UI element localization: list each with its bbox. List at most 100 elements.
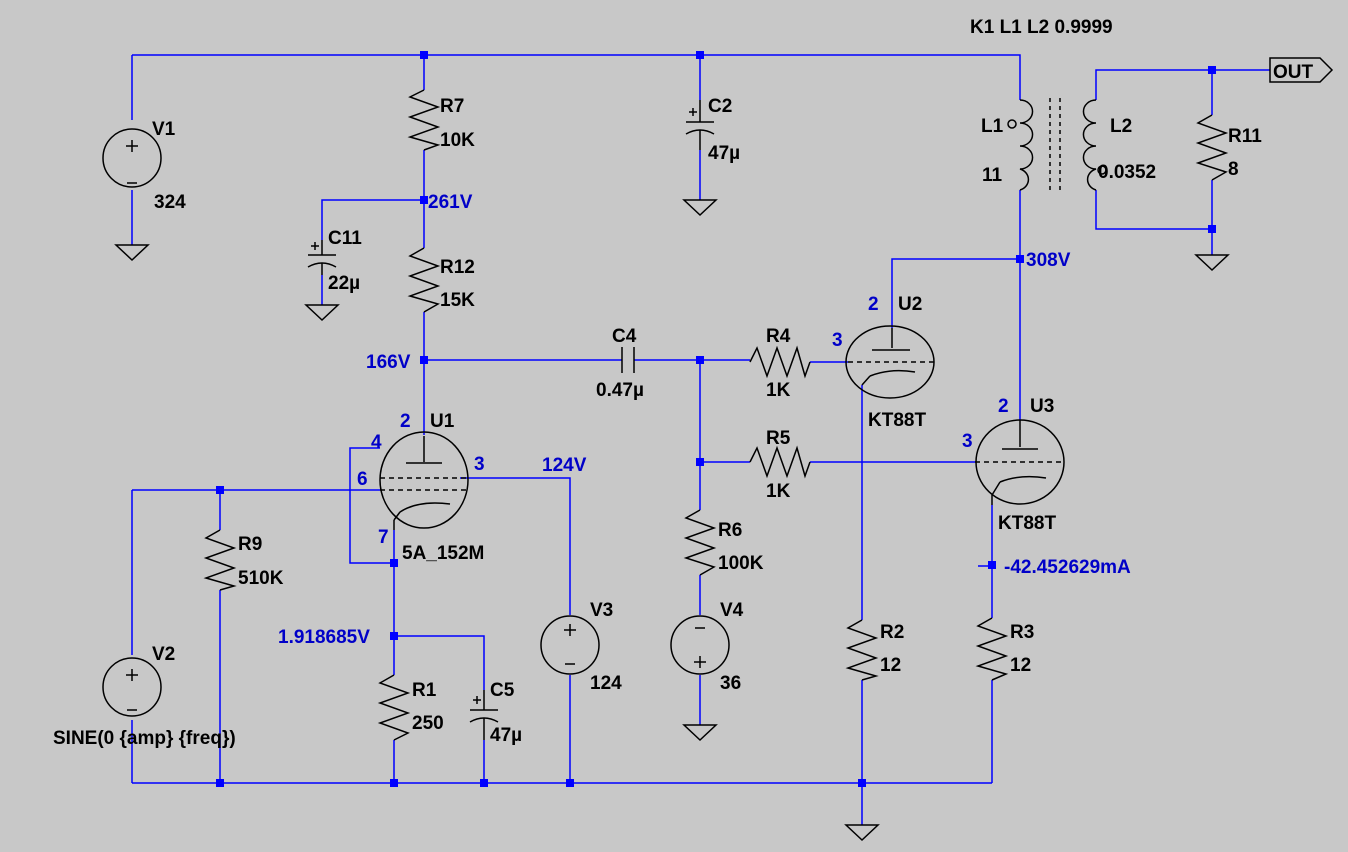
r6-ref: R6 [718,520,742,541]
capacitor-c5-icon [469,690,499,740]
c5-value: 47µ [490,725,522,746]
v3-value: 124 [590,673,622,694]
r1-ref: R1 [412,680,437,701]
resistor-r4-icon [749,345,811,379]
capacitor-c11-icon [307,240,337,275]
u1-value: 5A_152M [402,543,484,564]
ground-icon [1194,254,1230,272]
probe-current: -42.452629mA [1004,557,1131,578]
l1-ref: L1 [981,116,1004,137]
u3-ref: U3 [1030,396,1054,417]
u2-value: KT88T [868,410,926,431]
ground-icon [304,304,340,322]
voltage-1918685: 1.918685V [278,627,370,648]
c11-value: 22µ [328,273,360,294]
ground-icon [682,199,718,217]
tube-u1 [379,431,469,530]
r2-ref: R2 [880,622,904,643]
r12-value: 15K [440,290,475,311]
resistor-symbols [203,89,1229,741]
r9-value: 510K [238,568,284,589]
core-lines-icon [1049,98,1061,190]
u1-pin-3: 3 [474,454,485,475]
r1-value: 250 [412,713,444,734]
r5-ref: R5 [766,428,791,449]
r11-ref: R11 [1228,126,1262,147]
r4-ref: R4 [766,326,791,347]
labels: K1 L1 L2 0.9999 V1 324 R7 10K C2 47µ C11… [53,17,1314,749]
r6-value: 100K [718,553,764,574]
transformer-symbol [1007,98,1107,191]
coupling-directive: K1 L1 L2 0.9999 [970,17,1113,38]
u1-pin-4: 4 [371,432,382,453]
u2-pin-plate: 2 [868,294,879,315]
inductor-l2-icon [1082,99,1097,191]
r7-value: 10K [440,130,475,151]
v4-value: 36 [720,673,741,694]
c2-value: 47µ [708,143,740,164]
u3-pin-plate: 2 [998,396,1009,417]
resistor-r12-icon [407,247,441,313]
r12-ref: R12 [440,257,475,278]
voltage-source-v3-icon [540,615,600,675]
r5-value: 1K [766,481,791,502]
u1-pin-6: 6 [357,469,368,490]
capacitor-symbols [307,100,715,740]
voltage-source-v1-icon [102,128,162,188]
voltage-166: 166V [366,352,411,373]
v1-ref: V1 [152,119,176,140]
r7-ref: R7 [440,96,464,117]
r4-value: 1K [766,380,791,401]
r3-ref: R3 [1010,622,1034,643]
voltage-261: 261V [428,192,473,213]
resistor-r7-icon [407,89,441,151]
ground-icon [844,824,880,842]
v2-value: SINE(0 {amp} {freq}) [53,728,236,749]
voltage-124: 124V [542,455,587,476]
u1-ref: U1 [430,411,455,432]
tube-u2 [845,325,935,399]
l2-ref: L2 [1110,116,1132,137]
u1-pin-plate: 2 [400,411,411,432]
u1-pin-7: 7 [378,527,389,548]
out-net-label: OUT [1273,62,1314,83]
capacitor-c2-icon [685,100,715,150]
resistor-r11-icon [1195,114,1229,181]
c4-ref: C4 [612,326,637,347]
v1-value: 324 [154,192,186,213]
resistor-r5-icon [749,445,811,479]
c2-ref: C2 [708,96,732,117]
v4-ref: V4 [720,600,744,621]
u3-pin-grid: 3 [962,431,973,452]
voltage-sources [102,128,730,717]
u2-ref: U2 [898,294,922,315]
resistor-r9-icon [203,529,237,591]
resistor-r6-icon [683,509,717,576]
c5-ref: C5 [490,680,515,701]
voltage-308: 308V [1026,250,1071,271]
tube-u3 [975,419,1065,505]
r2-value: 12 [880,655,901,676]
l2-value: 0.0352 [1098,162,1156,183]
ground-symbols [114,199,1230,842]
voltage-source-v2-icon [102,657,162,717]
v2-ref: V2 [152,644,175,665]
junction-dots [216,51,1216,787]
ground-icon [114,244,150,262]
wires [131,54,1270,825]
resistor-r3-icon [975,617,1009,681]
capacitor-c4-icon [621,347,635,373]
ground-icon [682,724,718,742]
out-net-flag-icon [1269,57,1334,83]
v3-ref: V3 [590,600,613,621]
resistor-r2-icon [845,619,879,681]
resistor-r1-icon [377,674,411,741]
u2-pin-grid: 3 [832,330,843,351]
r9-ref: R9 [238,534,262,555]
c4-value: 0.47µ [596,380,644,401]
voltage-source-v4-icon [670,615,730,675]
r11-value: 8 [1228,159,1239,180]
r3-value: 12 [1010,655,1031,676]
inductor-l1-icon [1019,99,1034,191]
